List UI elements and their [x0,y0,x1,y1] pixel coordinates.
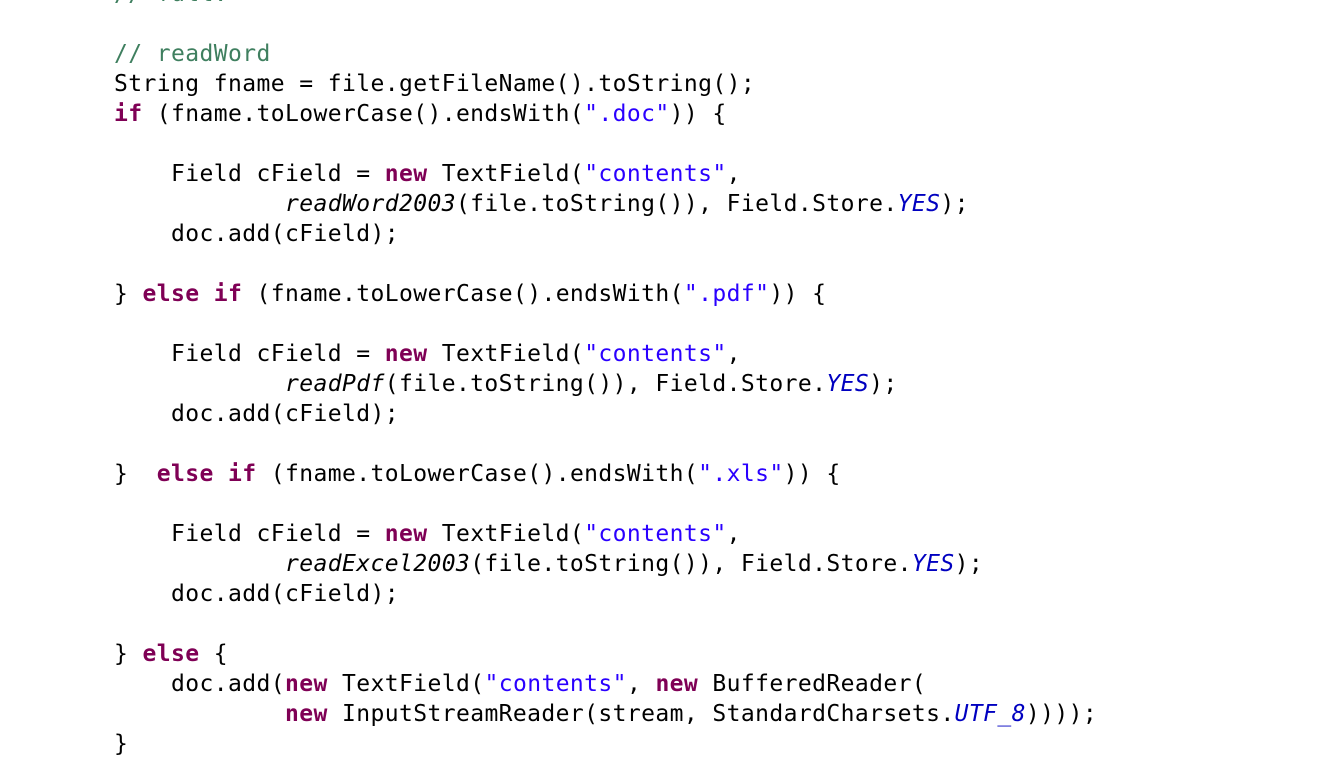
code-token: )) { [669,101,727,127]
code-line: } else if (fname.toLowerCase().endsWith(… [114,459,841,489]
code-token: InputStreamReader(stream, StandardCharse… [327,701,955,727]
code-line: doc.add(cField); [114,219,399,249]
code-token: readWord2003 [284,191,456,217]
code-token: )))); [1025,701,1098,727]
code-token: doc.add( [114,671,285,697]
code-line: Field cField = new TextField("contents", [114,339,741,369]
code-line: // readWord [114,39,271,69]
code-token: (fname.toLowerCase().endsWith( [242,281,684,307]
code-line: // full: [114,0,228,9]
code-token: TextField( [327,671,485,697]
code-line: } else if (fname.toLowerCase().endsWith(… [114,279,826,309]
code-line: readExcel2003(file.toString()), Field.St… [114,549,983,579]
code-token: ".xls" [698,461,784,487]
code-token: , [626,671,656,697]
code-token: "contents" [584,341,727,367]
code-token: Field cField = [114,161,385,187]
code-token: new [384,341,428,367]
code-token: , [726,521,741,547]
code-token: YES [897,191,941,217]
code-token: if [213,281,243,307]
code-token: , [726,161,741,187]
code-token: "contents" [484,671,627,697]
code-token: "contents" [584,521,727,547]
code-token: (file.toString()), Field.Store. [455,191,898,217]
code-token: new [384,521,428,547]
code-token: new [384,161,428,187]
code-token [114,551,285,577]
code-line: doc.add(new TextField("contents", new Bu… [114,669,926,699]
code-token: readExcel2003 [284,551,471,577]
code-token: BufferedReader( [698,671,927,697]
code-token [200,281,214,307]
code-token: (file.toString()), Field.Store. [384,371,827,397]
code-token: YES [826,371,870,397]
code-line: } [114,729,128,759]
code-token: doc.add(cField); [114,401,399,427]
code-line: if (fname.toLowerCase().endsWith(".doc")… [114,99,727,129]
code-line: readPdf(file.toString()), Field.Store.YE… [114,369,898,399]
code-token: ".pdf" [683,281,770,307]
code-token: ); [940,191,969,217]
code-token: Field cField = [114,341,385,367]
code-token: if [114,101,143,127]
code-line: new InputStreamReader(stream, StandardCh… [114,699,1097,729]
code-token: (fname.toLowerCase().endsWith( [142,101,585,127]
code-token: new [284,701,328,727]
code-token: { [199,641,228,667]
code-token: YES [911,551,955,577]
code-token: "contents" [584,161,727,187]
code-token: if [228,461,257,487]
code-token [114,701,285,727]
code-token: , [726,341,741,367]
code-token: new [284,671,328,697]
code-token: // full: [114,0,228,7]
code-token: else [142,641,200,667]
code-token: )) { [783,461,841,487]
code-token: // readWord [114,41,271,67]
code-token: } [114,731,129,757]
code-line: doc.add(cField); [114,579,399,609]
code-token: (file.toString()), Field.Store. [470,551,912,577]
code-token: else [142,281,200,307]
code-token: ".doc" [584,101,670,127]
code-token: Field cField = [114,521,385,547]
code-token: String fname = file.getFileName().toStri… [114,71,756,97]
code-token [114,371,285,397]
code-token: TextField( [427,161,585,187]
code-line: Field cField = new TextField("contents", [114,519,741,549]
code-token: } [114,641,143,667]
code-token [214,461,228,487]
code-token [114,191,285,217]
code-line: Field cField = new TextField("contents", [114,159,741,189]
code-token: ); [954,551,984,577]
code-token: readPdf [284,371,385,397]
code-token: TextField( [427,341,585,367]
code-token: (fname.toLowerCase().endsWith( [256,461,699,487]
code-token: doc.add(cField); [114,221,399,247]
code-token: } [114,461,157,487]
code-token: } [114,281,143,307]
code-token: TextField( [427,521,585,547]
code-token: doc.add(cField); [114,581,399,607]
code-line: String fname = file.getFileName().toStri… [114,69,755,99]
code-token: new [655,671,699,697]
code-line: } else { [114,639,228,669]
code-token: )) { [769,281,827,307]
code-token: UTF_8 [954,701,1026,727]
code-token: ); [869,371,898,397]
code-line: readWord2003(file.toString()), Field.Sto… [114,189,969,219]
code-token: else [156,461,214,487]
code-line: doc.add(cField); [114,399,399,429]
